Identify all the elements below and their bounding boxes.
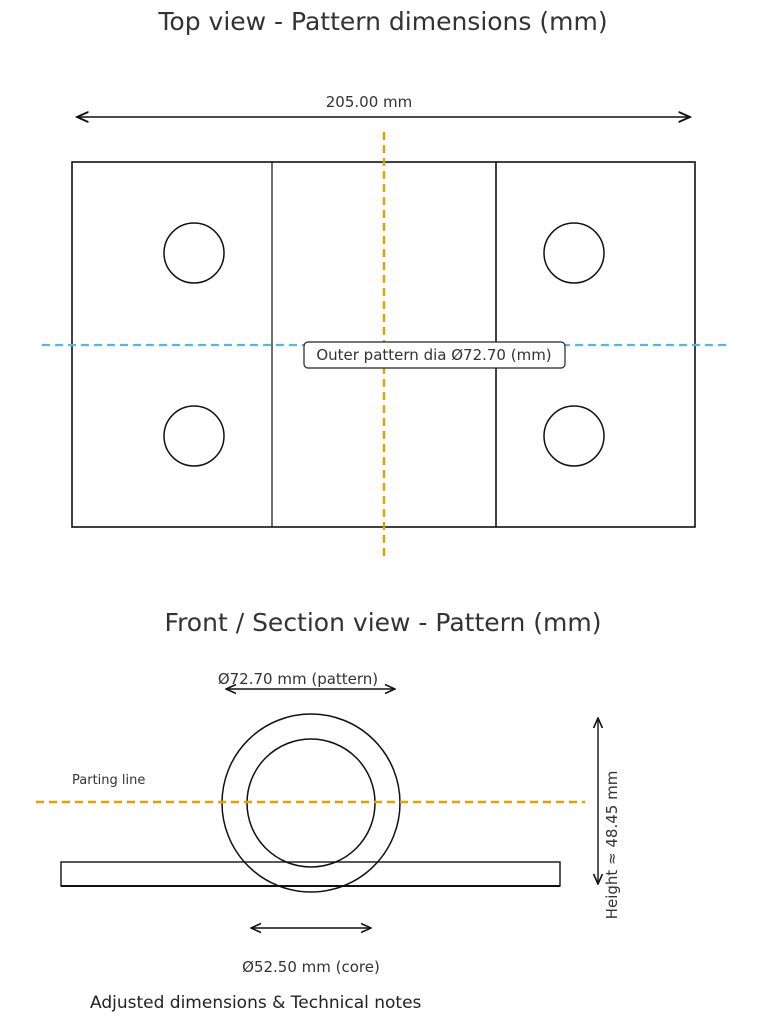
hole-bottom-right xyxy=(543,405,605,467)
hole-bottom-left xyxy=(163,405,225,467)
top-view-title: Top view - Pattern dimensions (mm) xyxy=(157,7,607,36)
bolt-holes xyxy=(163,222,605,467)
core-diameter-label: Ø52.50 mm (core) xyxy=(242,958,380,976)
center-label-box: Outer pattern dia Ø72.70 (mm) xyxy=(303,341,566,369)
outer-diameter-dimension: Ø72.70 mm (pattern) xyxy=(218,670,395,689)
width-dimension: 205.00 mm xyxy=(77,93,690,117)
center-label-text: Outer pattern dia Ø72.70 (mm) xyxy=(316,346,551,364)
hole-top-right xyxy=(543,222,605,284)
center-label-frame xyxy=(303,341,566,369)
height-dimension-label: Height ≈ 48.45 mm xyxy=(603,771,621,920)
outer-diameter-label: Ø72.70 mm (pattern) xyxy=(218,670,378,688)
height-dimension: Height ≈ 48.45 mm xyxy=(598,718,621,919)
hole-top-left xyxy=(163,222,225,284)
core-diameter-dimension: Ø52.50 mm (core) xyxy=(242,928,380,976)
width-dimension-label: 205.00 mm xyxy=(326,93,412,111)
notes-heading: Adjusted dimensions & Technical notes xyxy=(90,993,422,1013)
base-plate xyxy=(60,861,561,887)
front-view-title: Front / Section view - Pattern (mm) xyxy=(165,608,602,637)
parting-line-label: Parting line xyxy=(72,773,145,788)
